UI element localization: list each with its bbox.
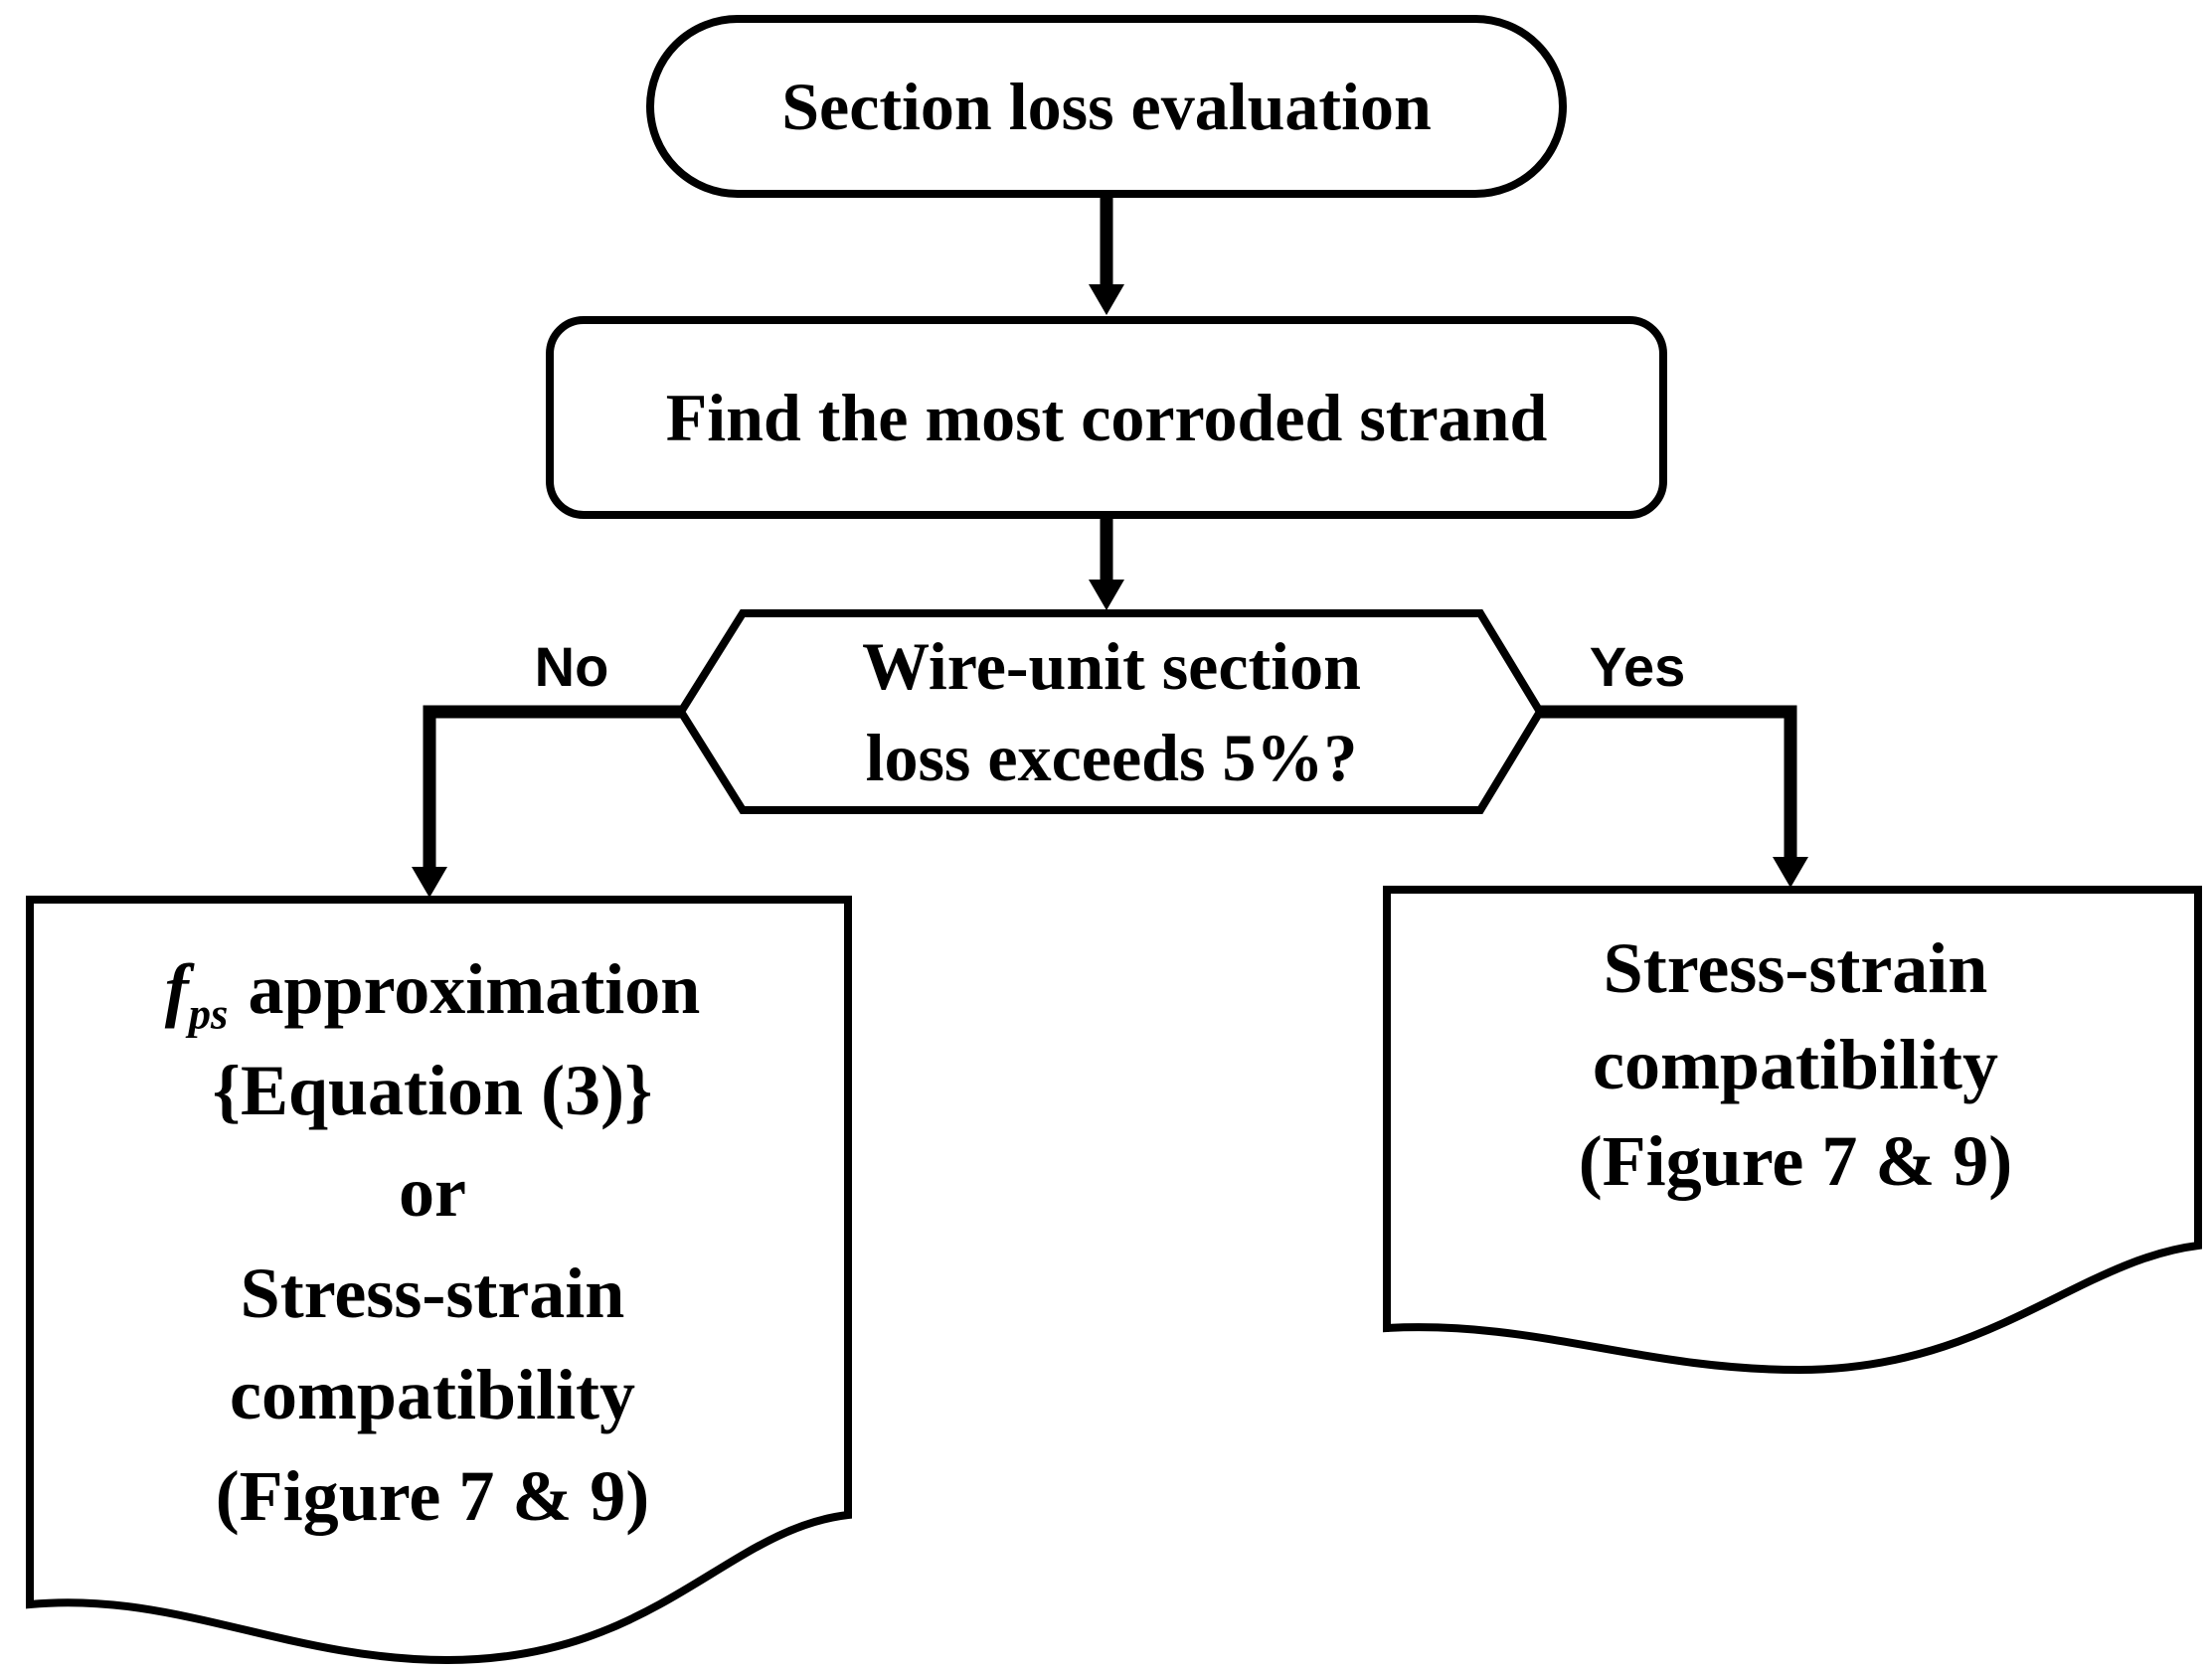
decision-hexagon <box>676 609 1545 814</box>
no-document-text: fps approximation {Equation (3)} or Stres… <box>45 938 820 1547</box>
process-box: Find the most corroded strand <box>546 316 1667 519</box>
start-terminator: Section loss evaluation <box>646 15 1567 198</box>
fps-approximation-text: approximation <box>248 948 701 1029</box>
no-doc-line-compatibility: compatibility <box>230 1354 635 1434</box>
no-doc-line-equation: {Equation (3)} <box>212 1050 653 1130</box>
decision-label-line2: loss exceeds 5%? <box>865 720 1358 795</box>
arrowhead-no-branch <box>412 867 447 898</box>
arrowhead-start-to-process <box>1089 284 1124 315</box>
start-label: Section loss evaluation <box>781 68 1432 144</box>
decision-label: Wire-unit section loss exceeds 5%? <box>746 618 1477 805</box>
process-label: Find the most corroded strand <box>665 379 1548 455</box>
yes-document-text: Stress-strain compatibility (Figure 7 & … <box>1404 920 2187 1210</box>
no-document-shape <box>26 896 852 1665</box>
no-doc-line-figure: (Figure 7 & 9) <box>215 1455 650 1536</box>
yes-document-shape <box>1383 886 2202 1375</box>
yes-doc-line-figure: (Figure 7 & 9) <box>1578 1121 2013 1201</box>
decision-label-line1: Wire-unit section <box>862 628 1361 704</box>
no-doc-line-or: or <box>399 1151 466 1232</box>
yes-doc-line-compatibility: compatibility <box>1593 1025 1998 1104</box>
arrowhead-process-to-decision <box>1089 580 1124 610</box>
edge-no-branch <box>423 705 681 873</box>
arrowhead-yes-branch <box>1773 857 1808 888</box>
no-doc-line-stress-strain: Stress-strain <box>240 1253 625 1333</box>
no-branch-label: No <box>534 634 609 698</box>
no-doc-line-fps: fps approximation <box>45 938 820 1040</box>
yes-doc-line-stress-strain: Stress-strain <box>1603 928 1988 1008</box>
fps-symbol: fps <box>164 948 229 1038</box>
edge-yes-branch <box>1540 705 1797 863</box>
yes-branch-label: Yes <box>1589 634 1686 698</box>
